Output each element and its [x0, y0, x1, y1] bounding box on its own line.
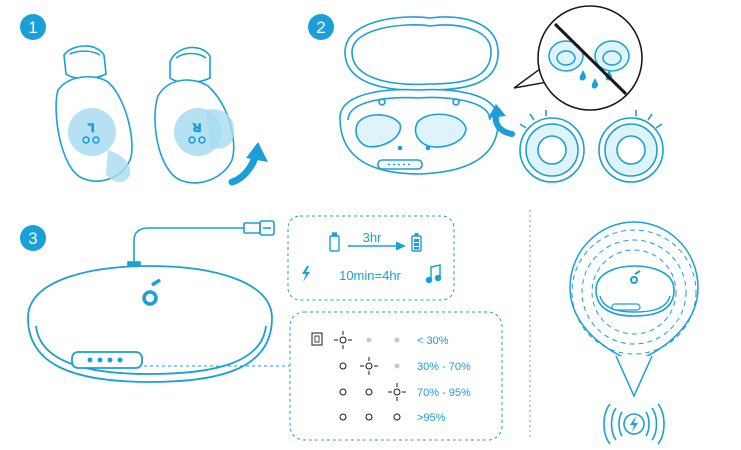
step-1-number: 1 — [28, 18, 37, 37]
battery-level-label: >95% — [417, 412, 446, 424]
left-earbud: L — [56, 46, 132, 182]
wireless-charging-icon — [604, 404, 664, 444]
rotate-arrow-icon — [232, 142, 268, 182]
step-3-number: 3 — [28, 229, 37, 248]
step-1-badge: 1 — [20, 14, 46, 40]
step-2-number: 2 — [316, 18, 325, 37]
no-water-icon — [514, 6, 642, 110]
step-2-badge: 2 — [308, 14, 334, 40]
led-indicator-off — [395, 364, 400, 369]
wireless-charging-pad — [570, 222, 698, 396]
usb-cable — [128, 221, 274, 272]
right-earbud: R — [155, 47, 234, 182]
battery-level-label: 30% - 70% — [417, 361, 471, 373]
right-earbud-mark: R — [193, 121, 201, 133]
earbuds-pair — [520, 110, 663, 182]
step-3-badge: 3 — [20, 225, 46, 251]
battery-level-label: 70% - 95% — [417, 387, 471, 399]
battery-level-label: < 30% — [417, 335, 449, 347]
quick-charge-text: 10min=4hr — [339, 268, 401, 283]
battery-level-box: < 30% 30% - 70% 70% - 95% >95% — [290, 312, 502, 440]
led-indicator-off — [395, 338, 400, 343]
open-charging-case — [340, 17, 498, 174]
charge-time-text: 3hr — [363, 230, 382, 245]
closed-charging-case — [28, 266, 272, 382]
left-earbud-mark: L — [88, 121, 94, 133]
charging-info-box: 3hr 10min=4hr — [288, 216, 454, 300]
led-indicator-off — [367, 338, 372, 343]
